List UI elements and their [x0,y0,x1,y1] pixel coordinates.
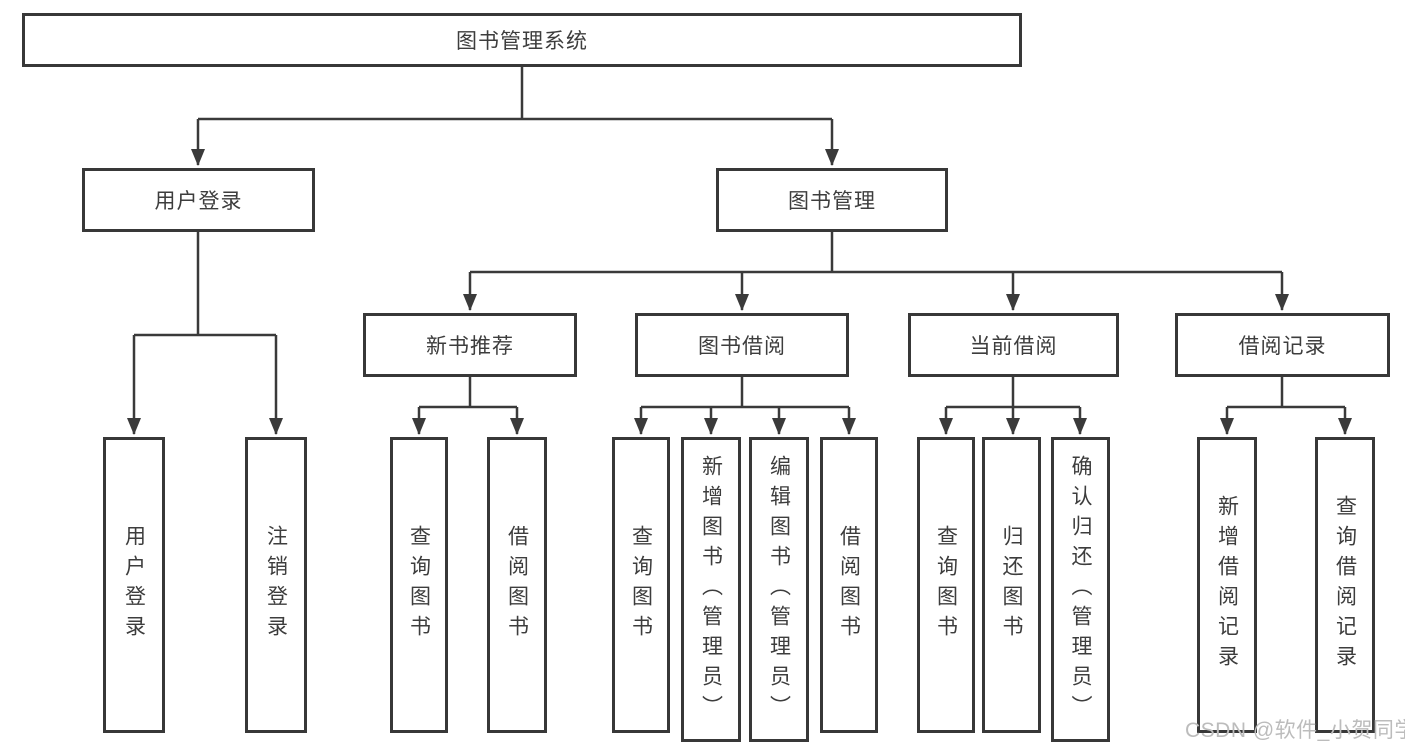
node-book-management-branch: 图书管理 [716,168,948,232]
leaf-br-add-record: 新增借阅记录 [1197,437,1257,733]
node-library-management-system: 图书管理系统 [22,13,1022,67]
csdn-watermark: CSDN @软件_小贺同学 [1185,719,1405,742]
leaf-logout: 注销登录 [245,437,307,733]
node-user-login-branch: 用户登录 [82,168,315,232]
leaf-cb-return-books: 归还图书 [982,437,1041,733]
node-borrowing-records: 借阅记录 [1175,313,1390,377]
leaf-user-login: 用户登录 [103,437,165,733]
leaf-nbr-query-books: 查询图书 [390,437,448,733]
leaf-br-query-record: 查询借阅记录 [1315,437,1375,733]
leaf-bb-add-books-admin: 新增图书（管理员） [681,437,741,742]
node-book-borrowing: 图书借阅 [635,313,849,377]
leaf-cb-confirm-return-admin: 确认归还（管理员） [1051,437,1110,742]
leaf-nbr-borrow-books: 借阅图书 [487,437,547,733]
leaf-cb-query-books: 查询图书 [917,437,975,733]
node-new-book-recommend: 新书推荐 [363,313,577,377]
node-current-borrowing: 当前借阅 [908,313,1119,377]
leaf-bb-edit-books-admin: 编辑图书（管理员） [749,437,809,742]
leaf-bb-query-books: 查询图书 [612,437,670,733]
leaf-bb-borrow-books: 借阅图书 [820,437,878,733]
